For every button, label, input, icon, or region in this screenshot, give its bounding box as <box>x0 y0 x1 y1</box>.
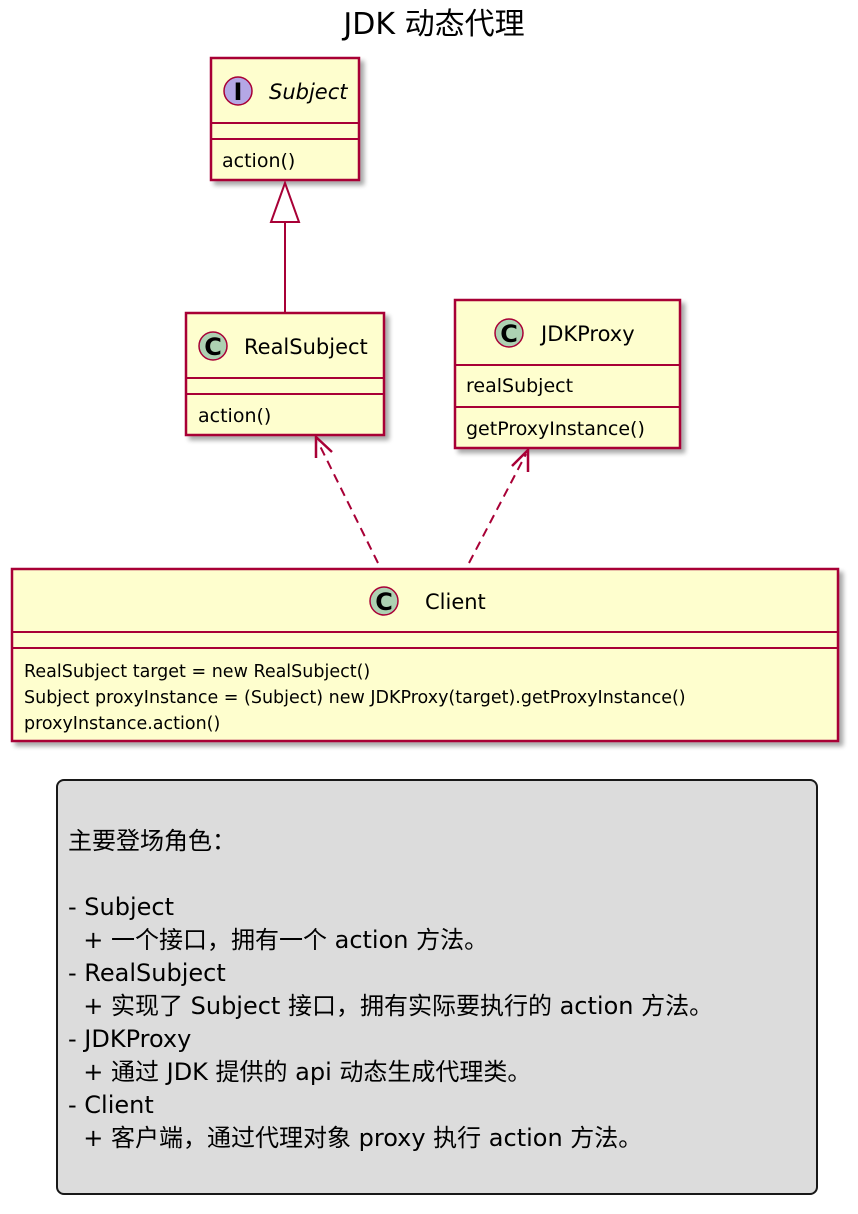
class-name-realsubject: RealSubject <box>244 335 368 359</box>
class-badge-icon <box>369 586 399 616</box>
class-badge-letter: C <box>375 588 393 616</box>
method-client-line-1: RealSubject target = new RealSubject() <box>24 662 370 682</box>
class-name-jdkproxy: JDKProxy <box>539 322 635 346</box>
class-client: C Client RealSubject target = new RealSu… <box>10 567 840 743</box>
method-subject-action: action() <box>222 150 295 172</box>
class-jdkproxy: C JDKProxy realSubject getProxyInstance(… <box>453 298 682 450</box>
note-line: - RealSubject <box>68 959 226 987</box>
class-badge-icon <box>198 331 228 361</box>
method-client-line-3: proxyInstance.action() <box>24 714 220 734</box>
note-line: - Subject <box>68 893 175 921</box>
class-badge-letter: C <box>204 333 222 361</box>
note-line: + 实现了 Subject 接口，拥有实际要执行的 action 方法。 <box>68 992 714 1020</box>
interface-badge-letter: I <box>234 78 243 106</box>
note-line: 主要登场角色： <box>68 827 236 855</box>
class-name-client: Client <box>425 590 486 614</box>
note-line <box>68 858 816 891</box>
note-line: - JDKProxy <box>68 1025 192 1053</box>
field-jdkproxy-realsubject: realSubject <box>466 375 573 397</box>
note-line: + 一个接口，拥有一个 action 方法。 <box>68 926 489 954</box>
diagram-title: JDK 动态代理 <box>341 7 524 42</box>
interface-badge-icon <box>223 76 253 106</box>
class-badge-letter: C <box>500 320 518 348</box>
dependency-arrow-jdkproxy <box>468 446 530 564</box>
class-subject: I Subject action() <box>209 56 361 182</box>
note-line: + 客户端，通过代理对象 proxy 执行 action 方法。 <box>68 1124 643 1152</box>
class-name-subject: Subject <box>269 80 348 104</box>
realization-arrow <box>269 180 301 313</box>
method-client-line-2: Subject proxyInstance = (Subject) new JD… <box>24 688 686 708</box>
method-realsubject-action: action() <box>198 405 271 427</box>
class-realsubject: C RealSubject action() <box>184 311 386 437</box>
note-line: + 通过 JDK 提供的 api 动态生成代理类。 <box>68 1058 532 1086</box>
method-jdkproxy-getproxyinstance: getProxyInstance() <box>466 418 645 440</box>
note-box: 主要登场角色： - Subject + 一个接口，拥有一个 action 方法。… <box>56 779 818 1195</box>
note-line: - Client <box>68 1091 154 1119</box>
dependency-arrow-realsubject <box>314 434 379 564</box>
class-badge-icon <box>494 318 524 348</box>
